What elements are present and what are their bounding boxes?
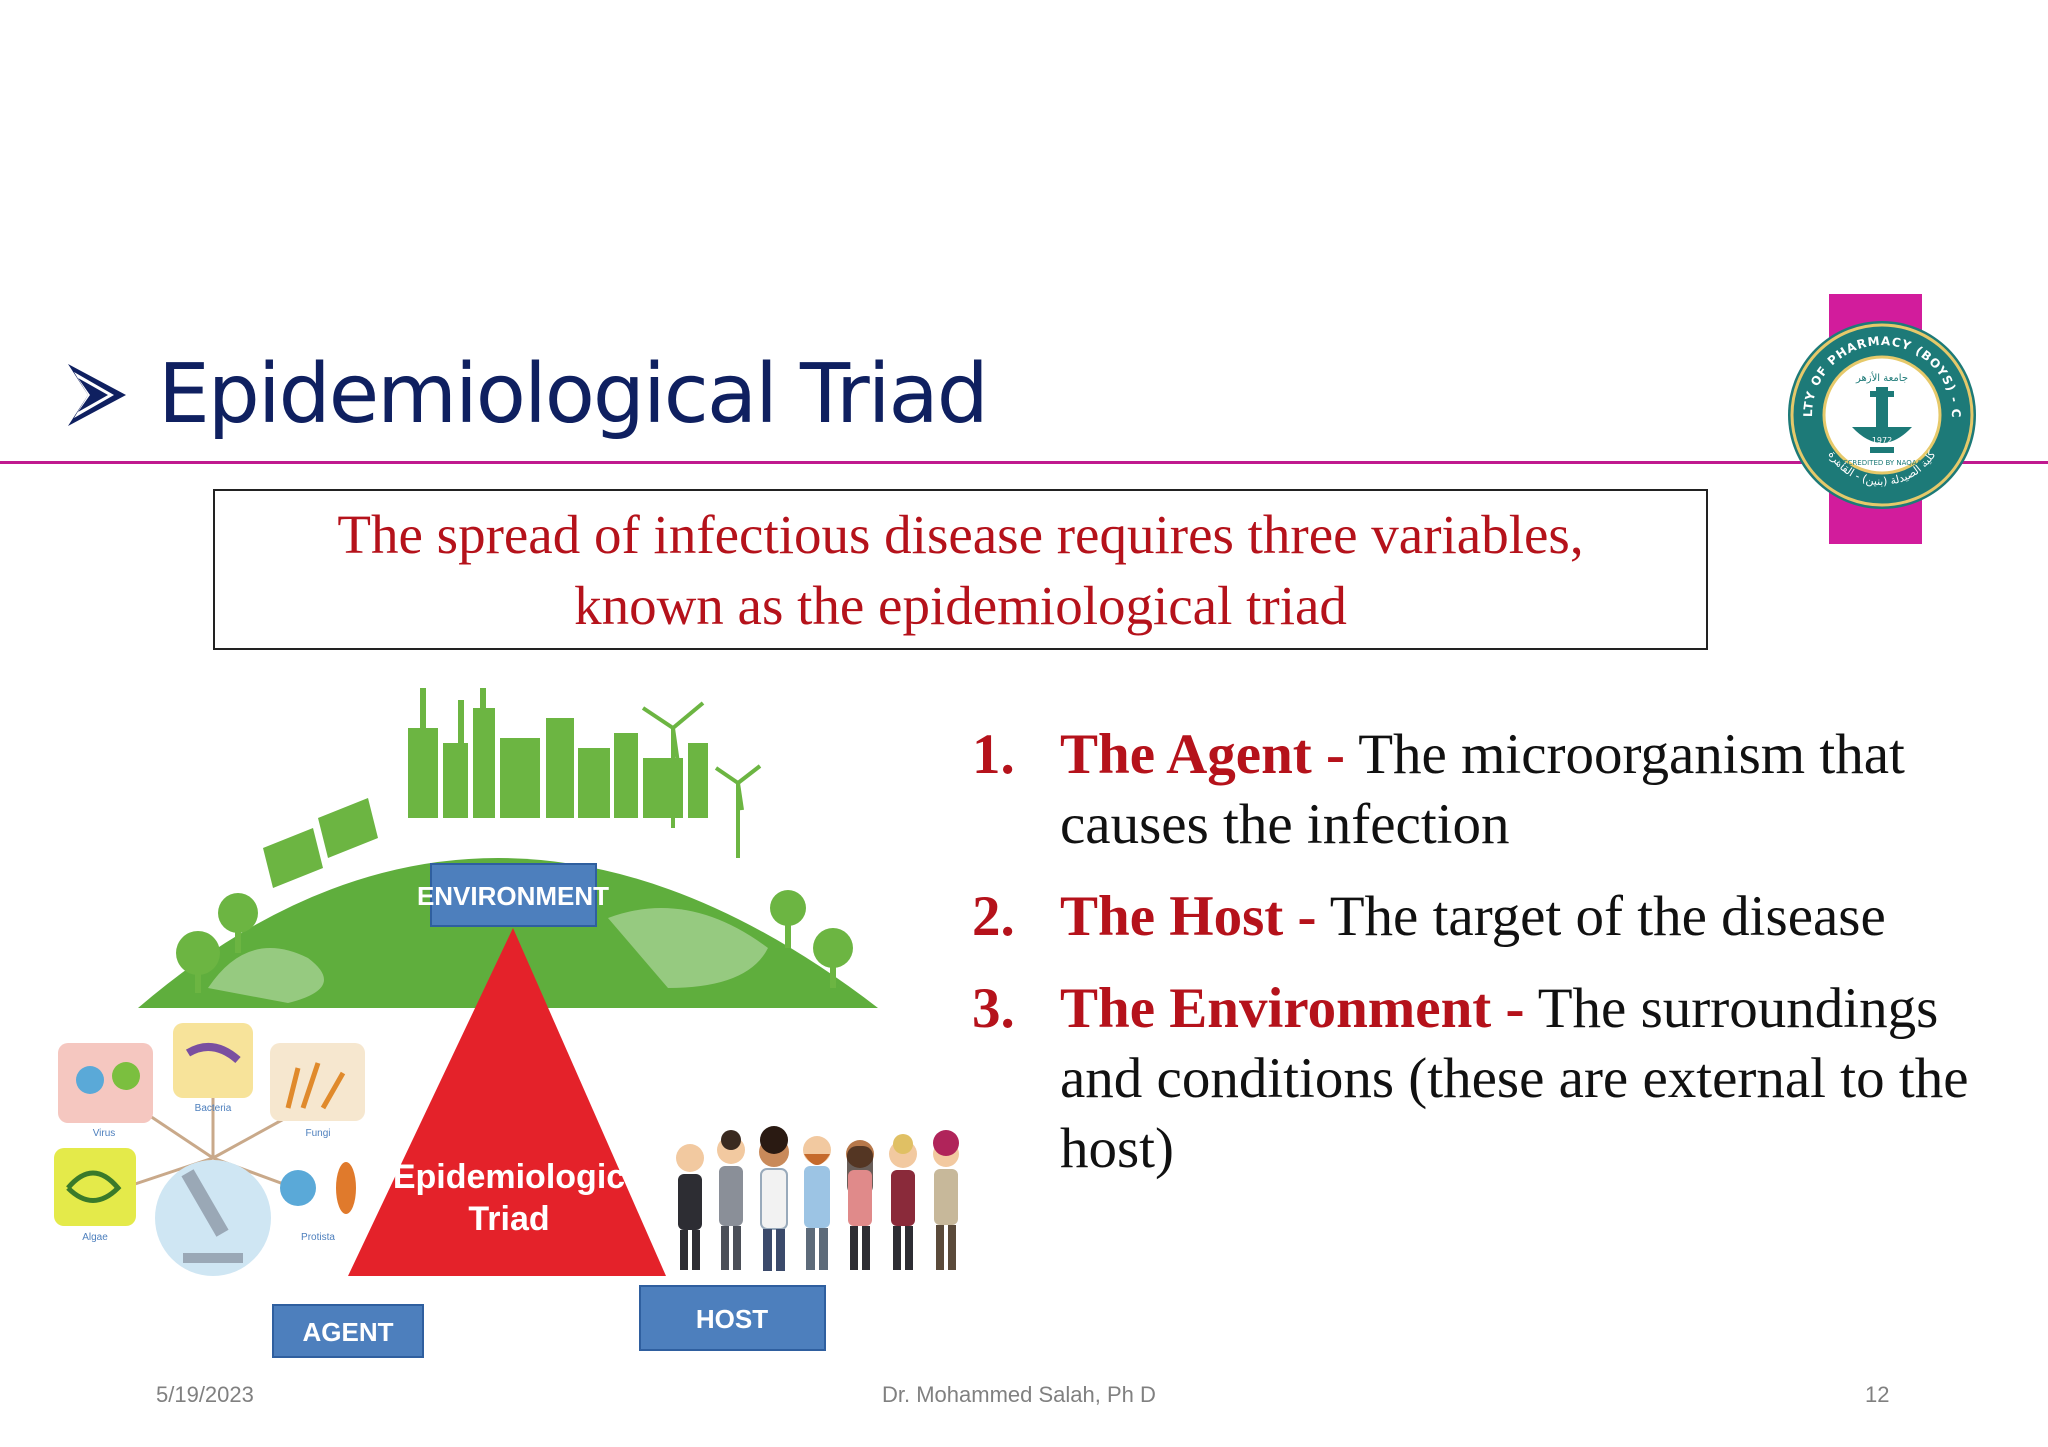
list-description: The microorganism that causes the infect… — [1060, 723, 1905, 856]
logo-accredited: ACCREDITED BY NAQAAE — [1838, 459, 1926, 467]
list-term: The Environment - — [1060, 977, 1525, 1040]
logo-arabic-top: جامعة الأزهر — [1855, 371, 1908, 384]
agent-label-box — [272, 1304, 424, 1358]
list-item-body: The Agent - The microorganism that cause… — [1060, 720, 2032, 860]
page-number: 12 — [1865, 1382, 1890, 1407]
list-number: 2. — [972, 885, 1015, 948]
algae-card — [54, 1148, 136, 1226]
list-number: 3. — [972, 977, 1015, 1040]
triad-triangle — [348, 928, 666, 1276]
definition-box: The spread of infectious disease require… — [213, 489, 1708, 650]
triad-list: 1. The Agent - The microorganism that ca… — [972, 720, 2032, 1206]
list-term: The Agent - — [1060, 723, 1345, 786]
list-item-body: The Host - The target of the disease — [1060, 882, 2032, 952]
epidemiologic-triad-illustration: ENVIRONMENT Epidemiologic Triad Virus Ba… — [54, 688, 959, 1358]
list-term: The Host - — [1060, 885, 1317, 948]
title-divider — [0, 461, 2048, 464]
environment-label: ENVIRONMENT — [417, 881, 609, 911]
list-number: 1. — [972, 723, 1015, 786]
globe-icon — [138, 858, 878, 1008]
logo-year: 1972 — [1872, 436, 1892, 445]
city-skyline-icon — [408, 688, 708, 818]
fungi-card — [270, 1043, 365, 1121]
tree-icon — [176, 890, 853, 993]
virus-label: Virus — [93, 1128, 116, 1139]
host-label: HOST — [696, 1304, 768, 1334]
environment-label-box — [430, 863, 597, 927]
list-item: 3. The Environment - The surroundings an… — [972, 974, 2032, 1184]
arrow-bullet-icon — [68, 364, 126, 426]
fungi-label: Fungi — [305, 1128, 330, 1139]
bacteria-card — [173, 1023, 253, 1098]
protista-label: Protista — [301, 1232, 335, 1243]
title-row: Epidemiological Triad — [66, 345, 989, 445]
list-item: 2. The Host - The target of the disease — [972, 882, 2032, 952]
bacteria-label: Bacteria — [195, 1103, 232, 1114]
host-label-box — [639, 1285, 826, 1351]
solar-panel-icon — [263, 798, 378, 888]
footer-author: Dr. Mohammed Salah, Ph D — [882, 1382, 1156, 1407]
people-group-icon — [676, 1126, 959, 1271]
virus-card — [58, 1043, 153, 1123]
list-description: The target of the disease — [1316, 885, 1886, 948]
agent-label: AGENT — [303, 1317, 394, 1347]
page-title: Epidemiological Triad — [158, 347, 989, 442]
faculty-logo: FACULTY OF PHARMACY (BOYS) - CAIRO كلية … — [1786, 319, 1976, 509]
wind-turbine-icon — [641, 701, 762, 858]
triangle-label-line2: Triad — [468, 1200, 549, 1238]
algae-label: Algae — [82, 1232, 108, 1243]
microbes-cluster: Virus Bacteria Fungi Algae Protista — [54, 1023, 365, 1276]
footer-date: 5/19/2023 — [156, 1382, 254, 1407]
definition-line-2: known as the epidemiological triad — [574, 574, 1347, 636]
protista-icon — [280, 1170, 316, 1206]
list-item-body: The Environment - The surroundings and c… — [1060, 974, 2032, 1184]
triangle-label-line1: Epidemiologic — [393, 1158, 625, 1196]
definition-line-1: The spread of infectious disease require… — [337, 503, 1584, 565]
list-item: 1. The Agent - The microorganism that ca… — [972, 720, 2032, 860]
list-description: The surroundings and conditions (these a… — [1060, 977, 1969, 1180]
